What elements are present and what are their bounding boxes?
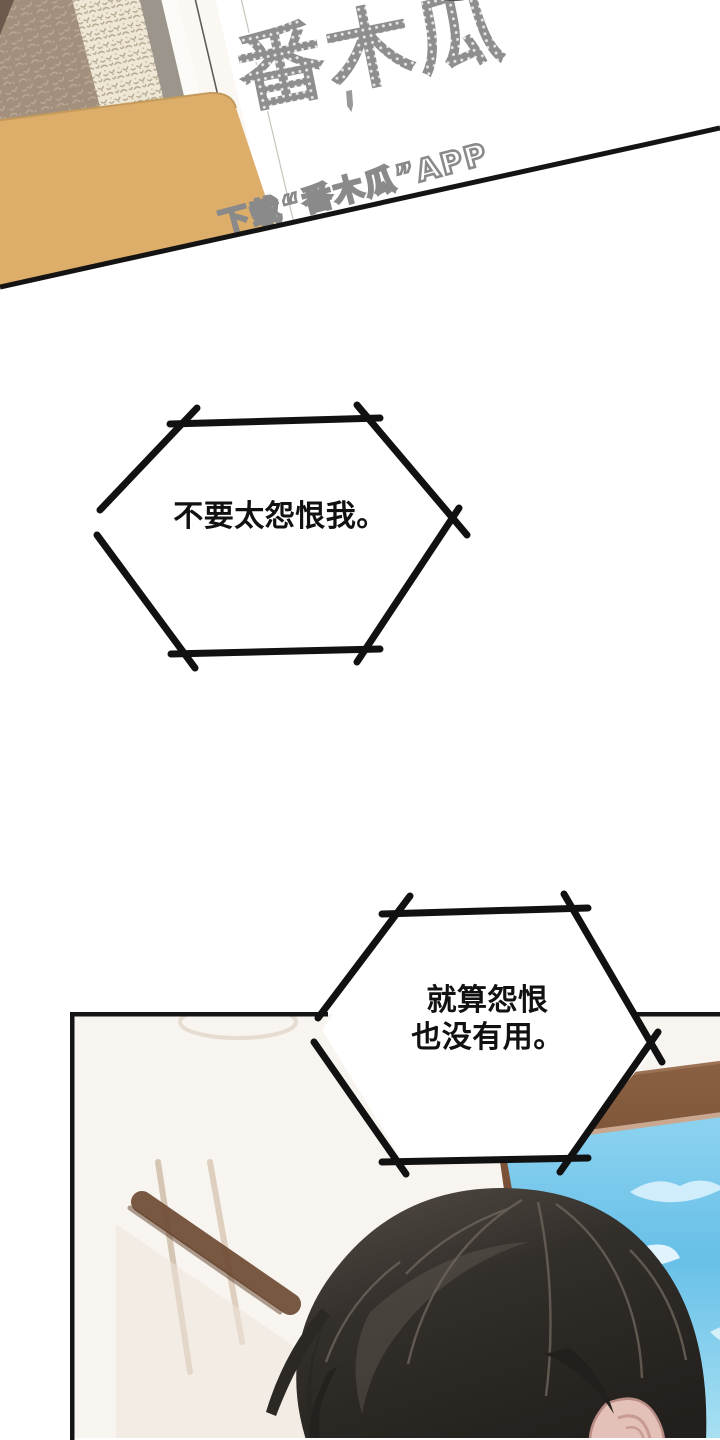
character-hair (266, 1188, 707, 1438)
top-panel-artwork: 番木瓜 下载“番木瓜”APP 观看更多作品 (0, 0, 720, 290)
panel-top: 番木瓜 下载“番木瓜”APP 观看更多作品 (0, 0, 720, 300)
character-ear (588, 1397, 665, 1438)
speech-bubble-2: 就算怨恨 也没有用。 (310, 890, 666, 1178)
speech-bubble-1: 不要太怨恨我。 (93, 400, 471, 672)
speech-bubble-1-text: 不要太怨恨我。 (173, 500, 387, 533)
speech-bubble-2-shape (310, 890, 666, 1178)
panel-top-border (0, 125, 720, 290)
speech-bubble-2-text: 就算怨恨 也没有用。 (411, 984, 564, 1055)
speech-bubble-1-shape (93, 401, 471, 672)
